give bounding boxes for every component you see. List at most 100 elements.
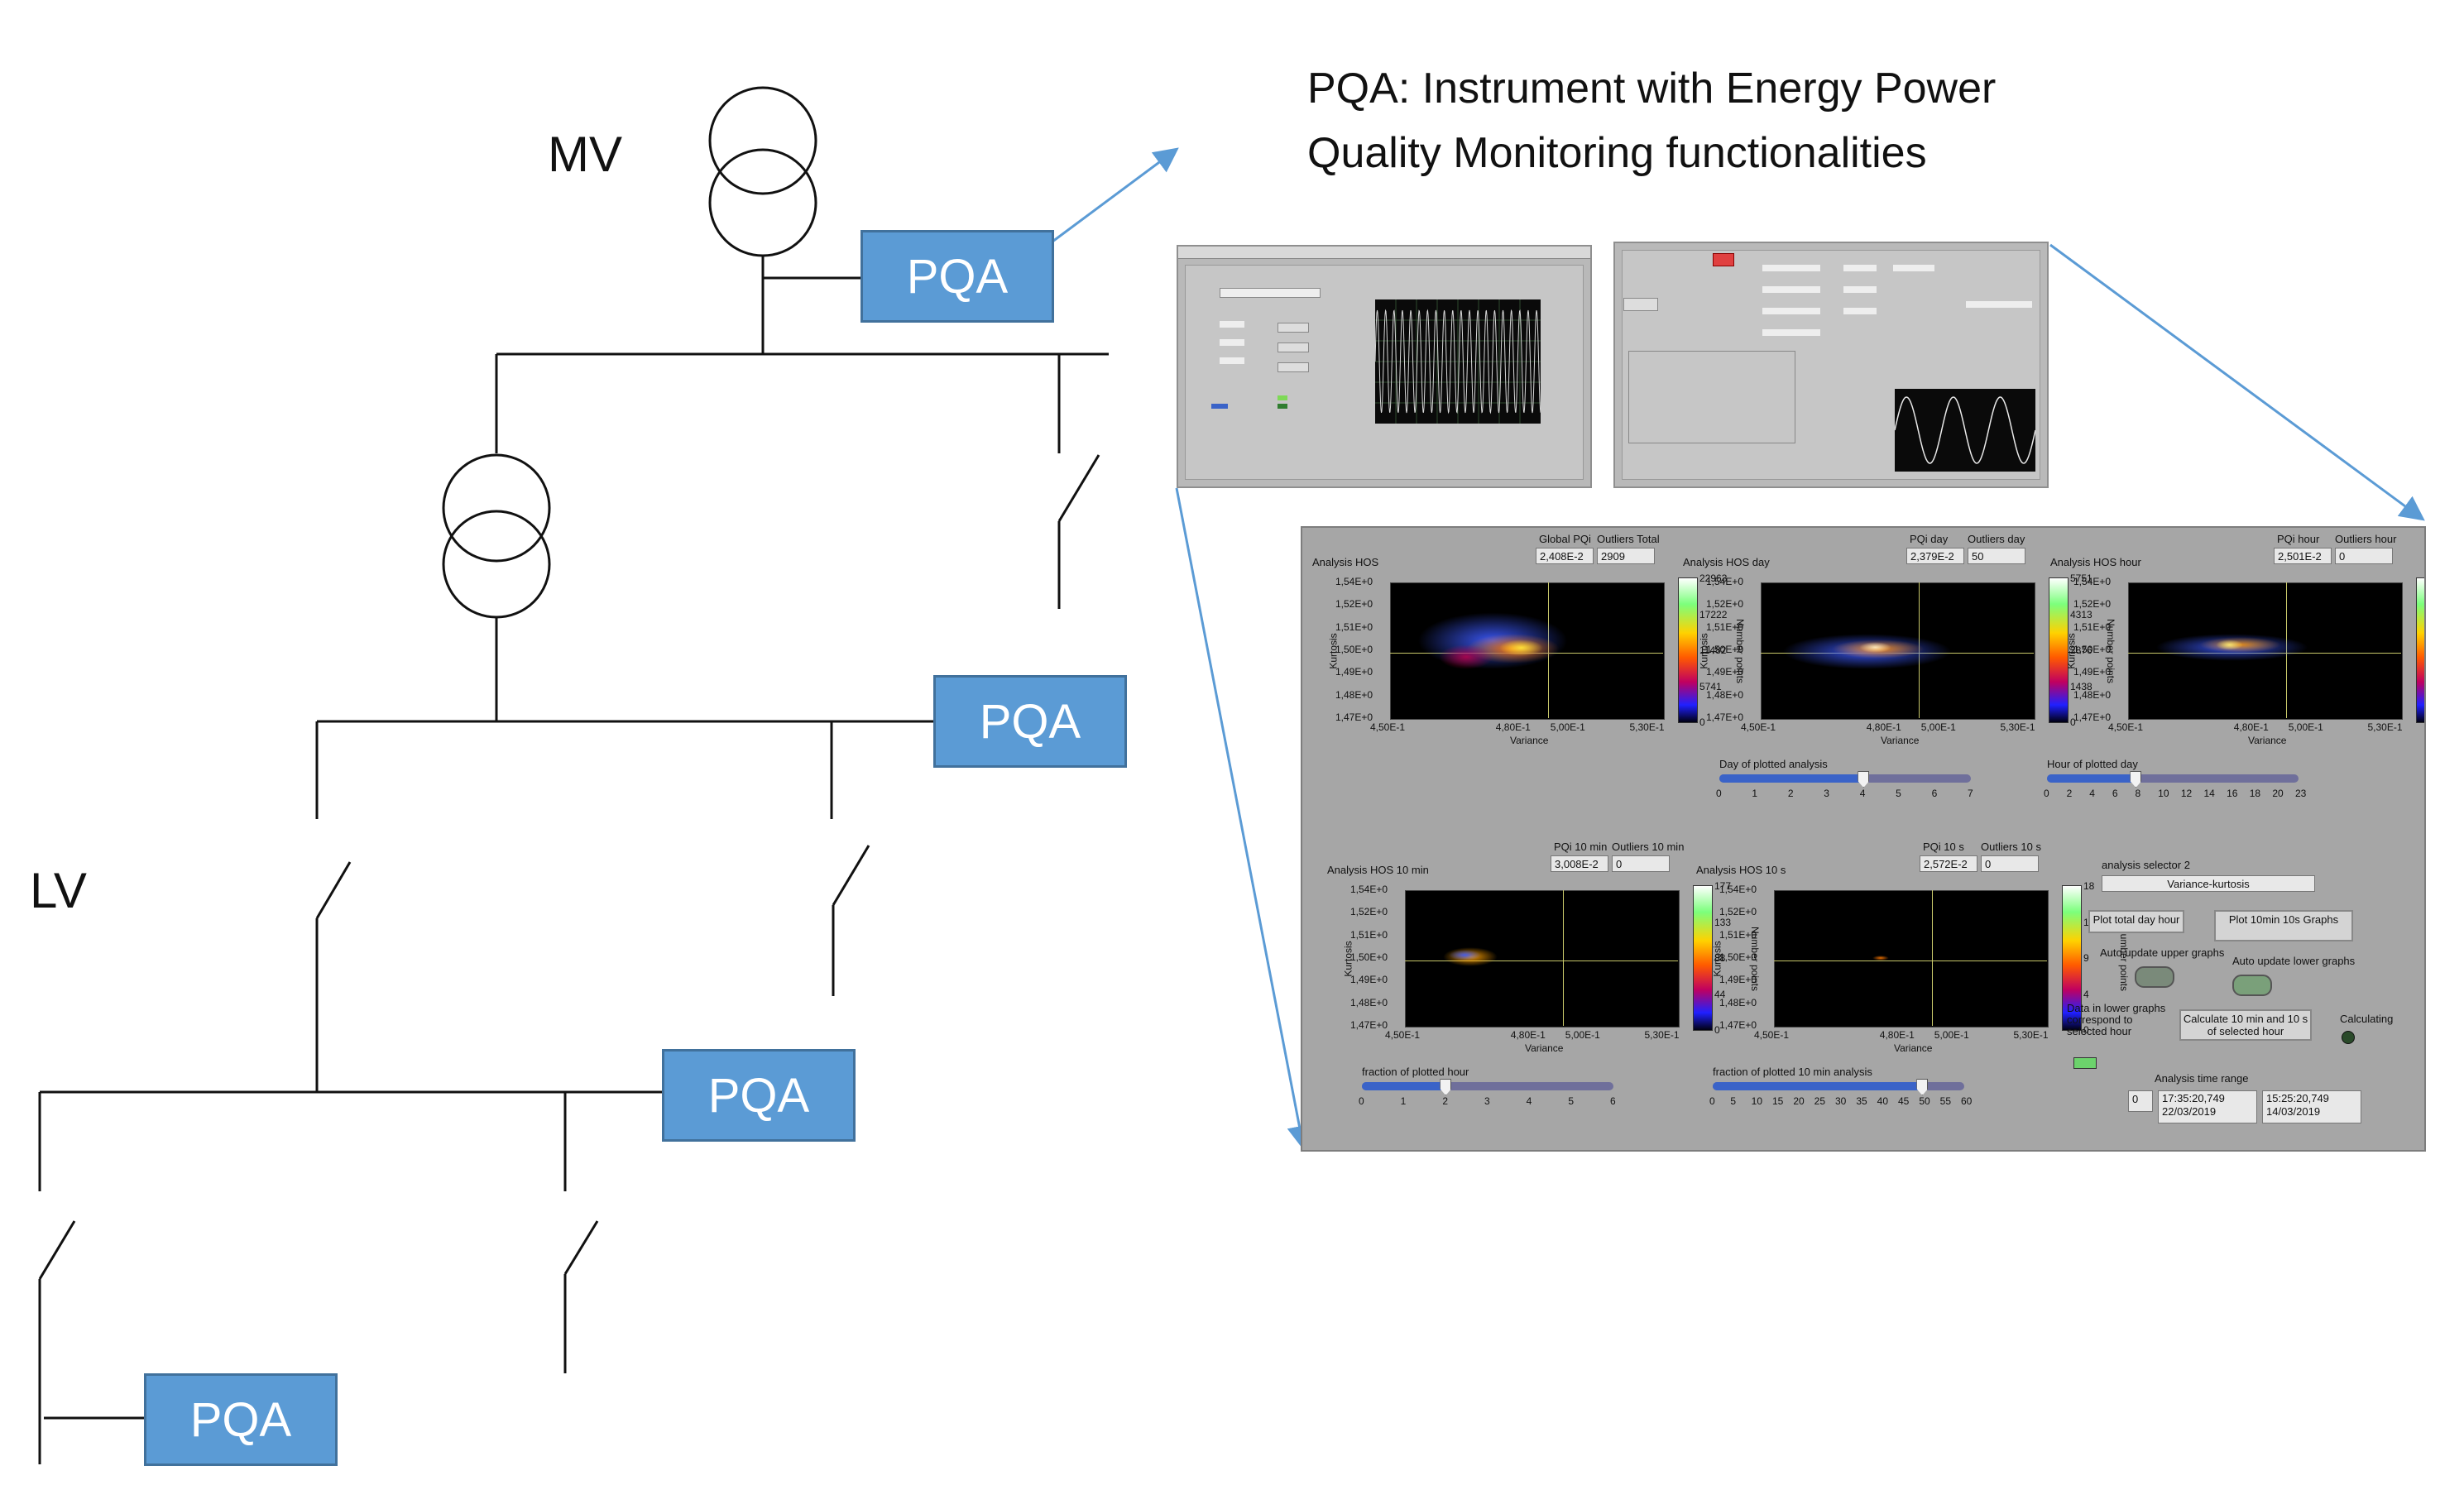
config-field bbox=[1762, 265, 1820, 271]
hos-bottom-graph-2-title: Analysis HOS 10 s bbox=[1696, 864, 1786, 876]
hos-bottom-graph-1-y-tick: 1,54E+0 bbox=[1350, 884, 1388, 895]
hos-bottom-graph-2-density-blob bbox=[1872, 955, 1889, 961]
config-field bbox=[1966, 301, 2032, 308]
hos-bottom-graph-2-x-tick: 4,50E-1 bbox=[1754, 1029, 1790, 1041]
hos-top-graph-1-outliers-label: Outliers Total bbox=[1597, 533, 1660, 545]
slider-tick-2: 14 bbox=[2203, 788, 2215, 799]
time-range-start[interactable]: 17:35:20,749 22/03/2019 bbox=[2158, 1090, 2257, 1123]
action-button bbox=[1278, 323, 1309, 333]
hos-bottom-graph-1-y-tick: 1,50E+0 bbox=[1350, 951, 1388, 963]
slider-thumb-4[interactable] bbox=[1916, 1079, 1929, 1095]
hos-bottom-graph-1-colorbar-tick: 177 bbox=[1714, 880, 1732, 892]
time-range-end[interactable]: 15:25:20,749 14/03/2019 bbox=[2262, 1090, 2361, 1123]
slider-thumb-2[interactable] bbox=[2130, 771, 2142, 788]
hos-top-graph-2-y-tick: 1,54E+0 bbox=[1706, 576, 1744, 587]
hos-bottom-graph-2-y-tick: 1,52E+0 bbox=[1719, 906, 1757, 918]
time-index-field[interactable]: 0 bbox=[2128, 1090, 2153, 1112]
hos-top-graph-3-y-tick: 1,51E+0 bbox=[2073, 620, 2112, 633]
diagram-title: PQA: Instrument with Energy Power Qualit… bbox=[1307, 56, 1996, 185]
plot-total-day-hour-button[interactable]: Plot total day hour bbox=[2088, 910, 2184, 933]
slider-label-3: fraction of plotted hour bbox=[1362, 1066, 1469, 1078]
hos-bottom-graph-2-y-tick: 1,48E+0 bbox=[1719, 996, 1757, 1008]
slider-tick-4: 0 bbox=[1709, 1095, 1715, 1107]
hos-top-graph-3-title: Analysis HOS hour bbox=[2050, 556, 2141, 568]
slider-tick-4: 25 bbox=[1814, 1095, 1826, 1107]
hos-bottom-graph-1-density-blob bbox=[1448, 950, 1482, 961]
hos-top-graph-1-colorbar-tick: 5741 bbox=[1699, 680, 1722, 692]
slider-tick-3: 4 bbox=[1526, 1095, 1532, 1107]
hos-bottom-graph-1-colorbar-tick: 88 bbox=[1714, 952, 1726, 964]
hos-top-graph-1-pq-label: Global PQi bbox=[1539, 533, 1591, 545]
hos-top-graph-3-pq-label: PQi hour bbox=[2277, 533, 2320, 545]
field-small bbox=[1220, 321, 1244, 328]
stop-button bbox=[1713, 253, 1734, 266]
hos-bottom-graph-2-x-tick: 5,30E-1 bbox=[2013, 1029, 2049, 1041]
slider-fill-1 bbox=[1719, 774, 1863, 783]
hos-top-graph-2-density-blob bbox=[1858, 642, 1892, 654]
action-button bbox=[1278, 362, 1309, 372]
hos-bottom-graph-2-colorbar-tick: 4 bbox=[2083, 988, 2089, 1000]
config-field bbox=[1843, 308, 1877, 314]
hos-bottom-graph-1-y-tick: 1,49E+0 bbox=[1350, 974, 1388, 986]
hos-top-graph-1-x-axis-label: Variance bbox=[1510, 735, 1549, 746]
hos-top-graph-3-y-tick: 1,48E+0 bbox=[2073, 688, 2112, 701]
slider-label-4: fraction of plotted 10 min analysis bbox=[1713, 1066, 1872, 1078]
slider-track-4[interactable] bbox=[1713, 1082, 1964, 1090]
hos-bottom-graph-1-x-tick: 4,50E-1 bbox=[1385, 1029, 1421, 1041]
analysis-selector-dropdown[interactable]: Variance-kurtosis bbox=[2102, 875, 2315, 892]
hos-top-graph-1-x-tick: 5,30E-1 bbox=[1629, 721, 1665, 733]
hos-top-graph-2-y-tick: 1,49E+0 bbox=[1706, 666, 1744, 678]
hos-top-graph-1-y-tick: 1,49E+0 bbox=[1335, 666, 1373, 678]
hos-top-graph-2-pq-label: PQi day bbox=[1910, 533, 1949, 545]
slider-tick-1: 7 bbox=[1968, 788, 1973, 799]
hos-bottom-graph-1-x-axis-label: Variance bbox=[1525, 1042, 1564, 1054]
hos-bottom-graph-2-heatmap bbox=[1774, 890, 2049, 1028]
hos-bottom-graph-1-y-tick: 1,47E+0 bbox=[1350, 1019, 1388, 1031]
hos-top-graph-2-x-tick: 5,00E-1 bbox=[1920, 721, 1956, 733]
hos-top-graph-1-colorbar-tick: 0 bbox=[1699, 716, 1705, 728]
hos-bottom-graph-2-y-tick: 1,50E+0 bbox=[1719, 951, 1757, 963]
plot-10min-10s-button[interactable]: Plot 10min 10s Graphs bbox=[2214, 910, 2353, 941]
slider-tick-3: 5 bbox=[1568, 1095, 1575, 1107]
slider-track-3[interactable] bbox=[1362, 1082, 1613, 1090]
auto-update-lower-toggle[interactable] bbox=[2232, 975, 2272, 996]
calculating-label: Calculating bbox=[2340, 1013, 2394, 1025]
slider-thumb-1[interactable] bbox=[1858, 771, 1870, 788]
slider-tick-2: 10 bbox=[2158, 788, 2169, 799]
slider-tick-2: 8 bbox=[2135, 788, 2141, 799]
slider-track-1[interactable] bbox=[1719, 774, 1971, 783]
hos-top-graph-2-x-tick: 4,50E-1 bbox=[1741, 721, 1776, 733]
slider-track-2[interactable] bbox=[2047, 774, 2299, 783]
hos-top-graph-3-y-tick: 1,50E+0 bbox=[2073, 644, 2112, 655]
slider-label-1: Day of plotted analysis bbox=[1719, 758, 1828, 770]
slider-tick-2: 6 bbox=[2112, 788, 2118, 799]
hos-bottom-graph-2-x-axis-label: Variance bbox=[1894, 1042, 1933, 1054]
hos-top-graph-2-colorbar-tick: 5751 bbox=[2070, 572, 2092, 584]
hos-bottom-graph-2-x-tick: 5,00E-1 bbox=[1934, 1029, 1969, 1041]
config-field bbox=[1762, 308, 1820, 314]
slider-tick-4: 5 bbox=[1730, 1095, 1737, 1107]
slider-tick-4: 10 bbox=[1751, 1095, 1763, 1107]
hos-bottom-graph-2-colorbar-label: Number points bbox=[2118, 926, 2131, 992]
hos-top-graph-3-x-tick: 5,30E-1 bbox=[2367, 721, 2403, 733]
config-field bbox=[1843, 265, 1877, 271]
auto-update-upper-toggle[interactable] bbox=[2135, 966, 2174, 988]
slider-fill-3 bbox=[1362, 1082, 1445, 1090]
slider-thumb-3[interactable] bbox=[1440, 1079, 1452, 1095]
hos-bottom-graph-2-colorbar-tick: 9 bbox=[2083, 952, 2089, 964]
field-small bbox=[1220, 357, 1244, 364]
field-small bbox=[1220, 339, 1244, 346]
hos-bottom-graph-2-x-tick: 4,80E-1 bbox=[1879, 1029, 1915, 1041]
calculate-10min-10s-button[interactable]: Calculate 10 min and 10 s of selected ho… bbox=[2179, 1009, 2312, 1041]
slider-tick-1: 5 bbox=[1896, 788, 1901, 799]
hos-top-graph-1-y-tick: 1,54E+0 bbox=[1335, 576, 1373, 587]
hos-top-graph-1-outliers-value: 2909 bbox=[1597, 548, 1655, 564]
hos-top-graph-2-x-tick: 4,80E-1 bbox=[1866, 721, 1901, 733]
hos-top-graph-3-density-blob bbox=[2215, 639, 2243, 650]
slider-fill-2 bbox=[2047, 774, 2136, 783]
hos-top-graph-1-colorbar-tick: 22963 bbox=[1699, 572, 1728, 584]
status-indicator bbox=[1211, 404, 1228, 409]
hos-top-graph-3-outliers-value: 0 bbox=[2335, 548, 2393, 564]
slider-tick-2: 16 bbox=[2227, 788, 2238, 799]
tab-strip bbox=[1178, 247, 1590, 259]
